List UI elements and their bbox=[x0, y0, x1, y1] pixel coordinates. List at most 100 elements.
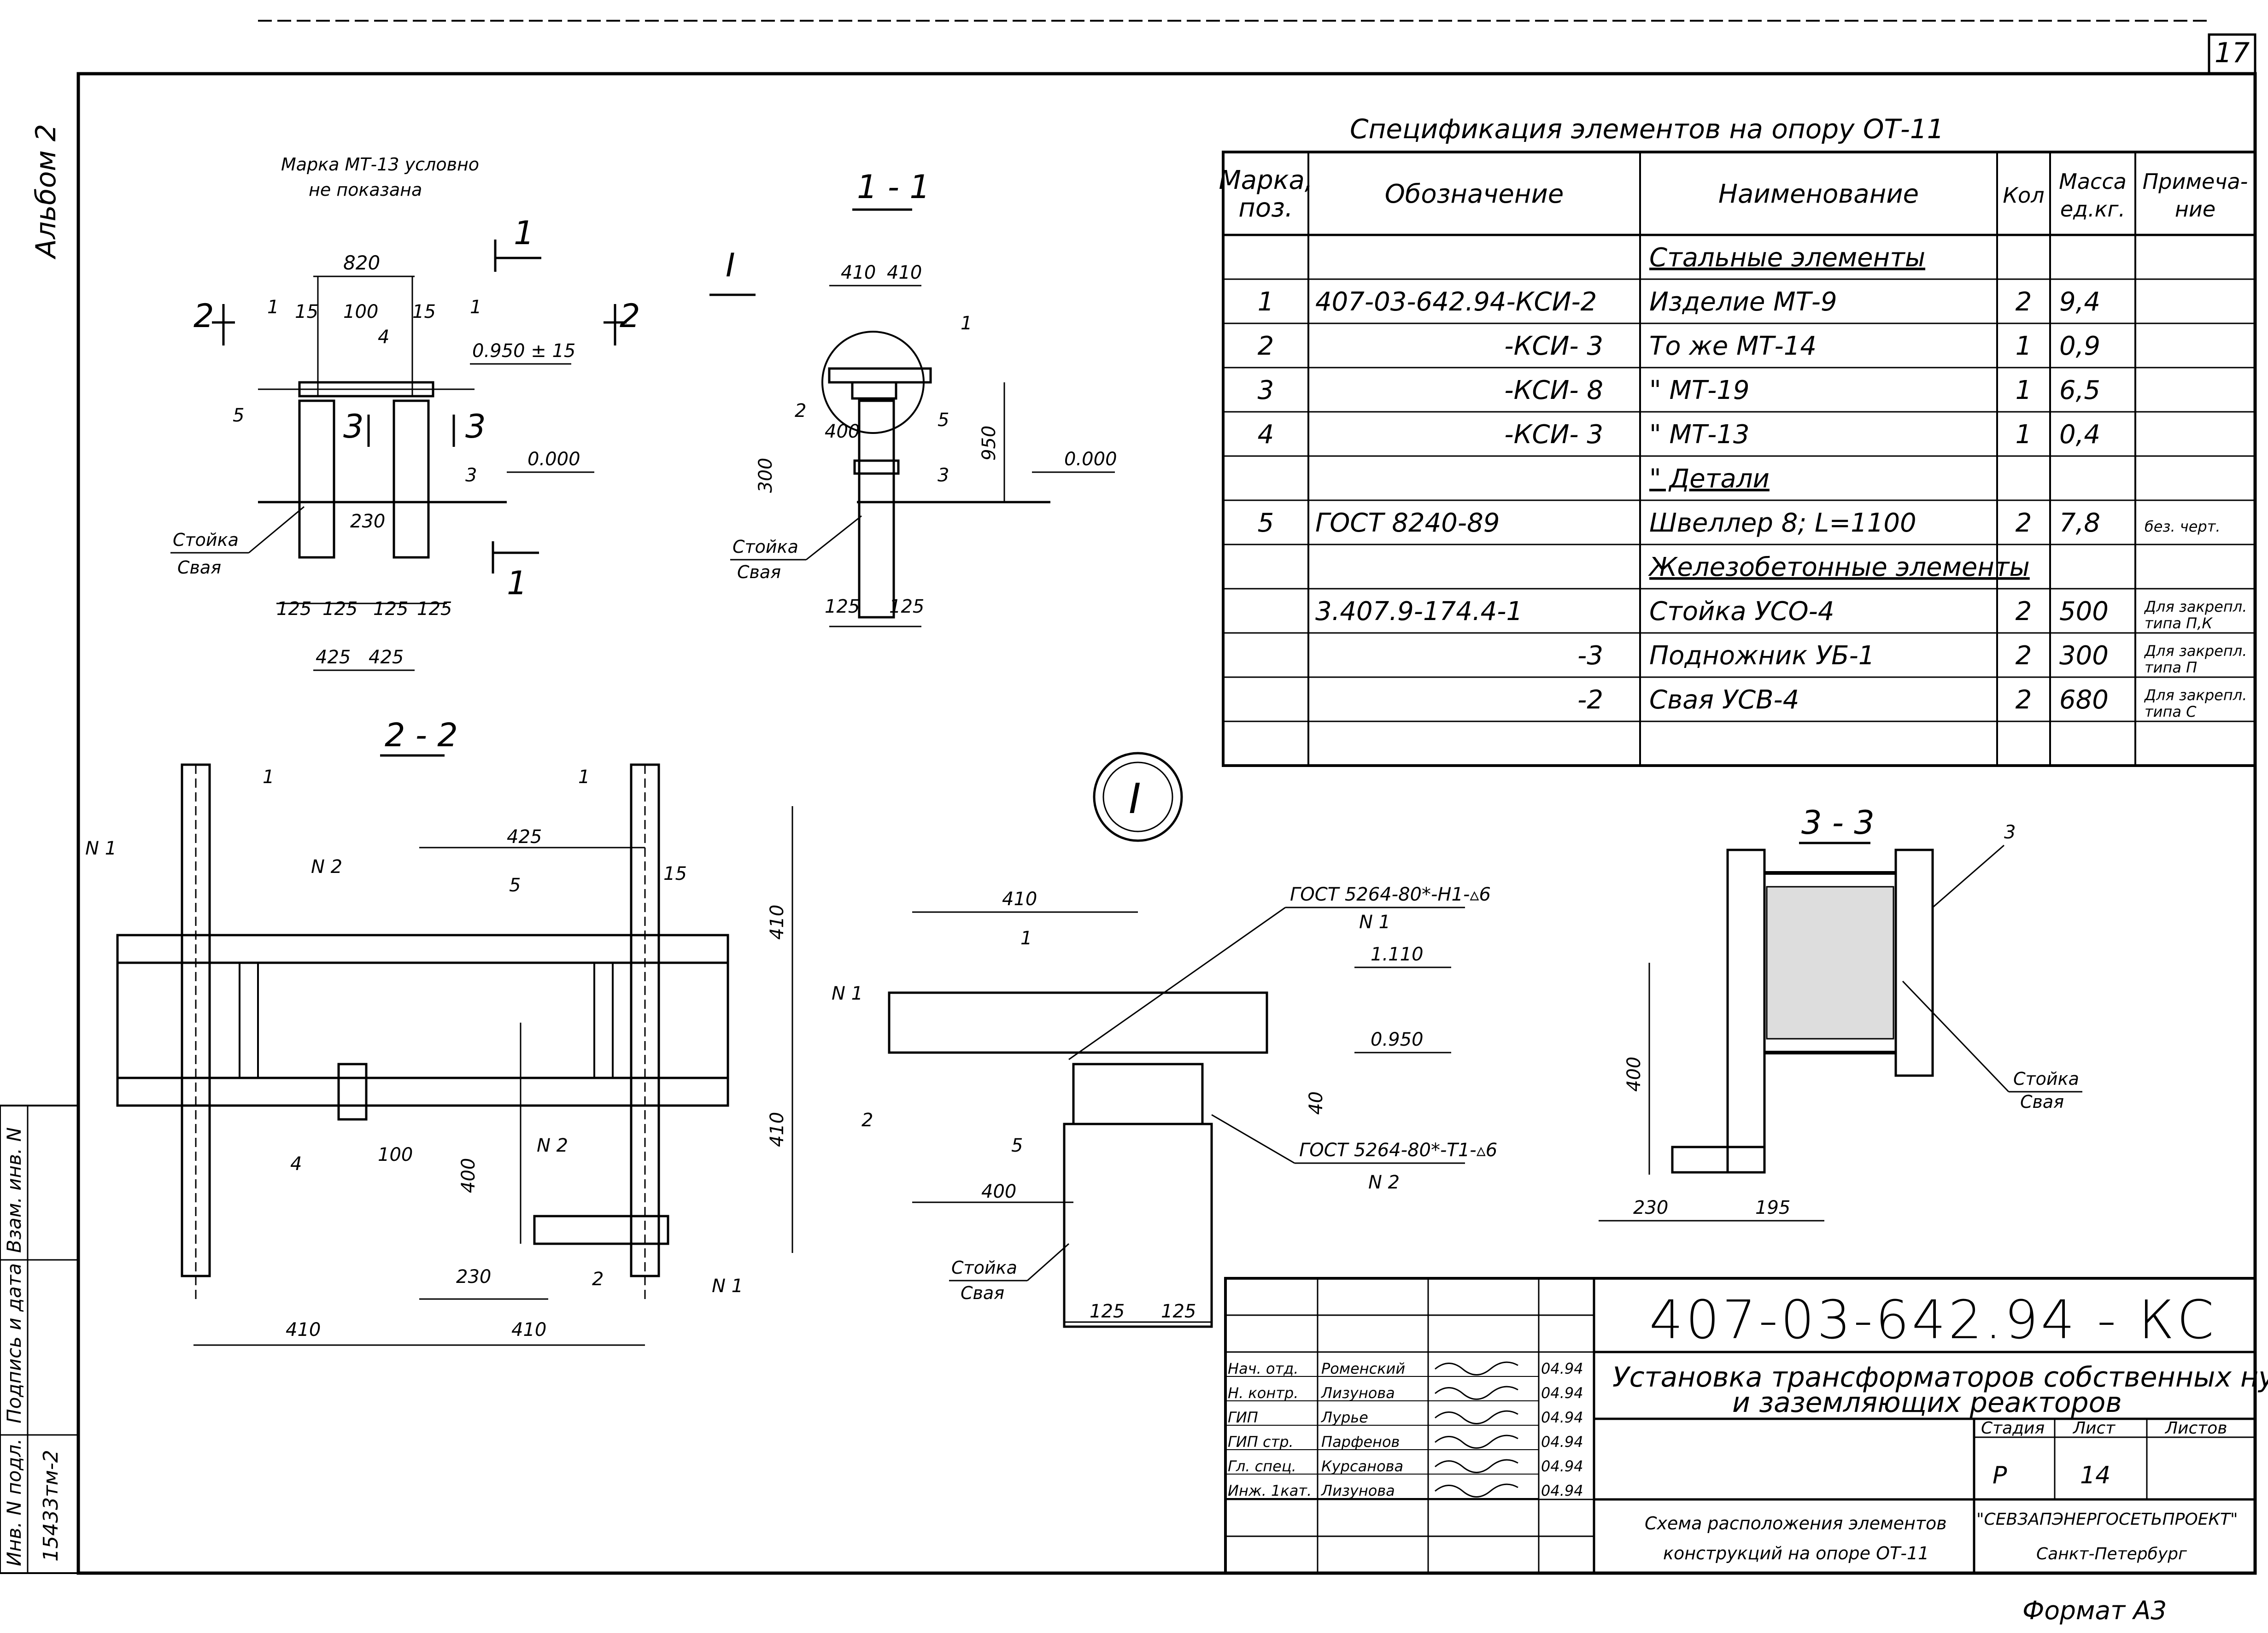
tb-name: Парфенов bbox=[1321, 1433, 1400, 1451]
svg-text:1: 1 bbox=[1020, 928, 1032, 949]
svg-text:3: 3 bbox=[2004, 822, 2016, 843]
svg-text:1 - 1: 1 - 1 bbox=[857, 168, 930, 206]
svg-text:3: 3 bbox=[465, 408, 486, 445]
svg-text:Свая: Свая bbox=[961, 1283, 1004, 1303]
spec-cell: Для закрепл.типа П,К bbox=[2144, 598, 2247, 632]
spec-cell: 1 bbox=[1258, 287, 1274, 317]
spec-cell: 3 bbox=[1258, 375, 1274, 405]
svg-text:5: 5 bbox=[509, 875, 521, 896]
tb-date: 04.94 bbox=[1541, 1433, 1583, 1451]
svg-text:5: 5 bbox=[233, 405, 244, 426]
svg-text:125: 125 bbox=[1161, 1301, 1196, 1322]
spec-cell: 500 bbox=[2059, 597, 2109, 626]
svg-text:и заземляющих реакторов: и заземляющих реакторов bbox=[1732, 1387, 2122, 1419]
spec-cell: " МТ-19 bbox=[1649, 375, 1750, 405]
svg-text:I: I bbox=[1129, 775, 1141, 823]
svg-text:410: 410 bbox=[511, 1319, 546, 1340]
svg-text:3: 3 bbox=[343, 408, 364, 445]
svg-text:15: 15 bbox=[663, 863, 687, 884]
svg-text:1: 1 bbox=[578, 767, 590, 788]
svg-text:N 1: N 1 bbox=[832, 983, 863, 1004]
svg-text:5: 5 bbox=[1011, 1135, 1023, 1156]
svg-text:195: 195 bbox=[1755, 1197, 1790, 1218]
svg-text:ГОСТ 5264-80*-Н1-▵6: ГОСТ 5264-80*-Н1-▵6 bbox=[1290, 884, 1491, 905]
spec-cell: Изделие МТ-9 bbox=[1649, 287, 1837, 317]
svg-text:125: 125 bbox=[276, 598, 311, 620]
spec-header: Марка, bbox=[1219, 165, 1313, 195]
spec-cell: -КСИ- 8 bbox=[1504, 375, 1603, 405]
svg-text:400: 400 bbox=[825, 421, 860, 442]
svg-text:410: 410 bbox=[1002, 889, 1037, 910]
svg-text:Схема расположения элементов: Схема расположения элементов bbox=[1645, 1513, 1947, 1533]
svg-text:1.110: 1.110 bbox=[1371, 944, 1424, 965]
svg-text:Стойка: Стойка bbox=[2013, 1069, 2079, 1089]
spec-cell: То же МТ-14 bbox=[1649, 331, 1817, 361]
svg-text:0.950 ± 15: 0.950 ± 15 bbox=[472, 340, 575, 362]
tb-date: 04.94 bbox=[1541, 1482, 1583, 1499]
spec-cell: без. черт. bbox=[2145, 518, 2221, 535]
section-2-2: 2 - 2 425 15 410 410 100 400 230 410 410… bbox=[85, 716, 793, 1346]
spec-header: ед.кг. bbox=[2060, 197, 2125, 222]
svg-text:400: 400 bbox=[458, 1158, 479, 1193]
spec-cell: " МТ-13 bbox=[1649, 420, 1750, 450]
svg-text:15: 15 bbox=[295, 301, 318, 322]
svg-text:230: 230 bbox=[456, 1266, 491, 1288]
svg-text:1: 1 bbox=[514, 214, 534, 252]
spec-cell: 1 bbox=[2016, 420, 2032, 450]
spec-cell: 0,4 bbox=[2059, 420, 2100, 450]
svg-text:Стойка: Стойка bbox=[733, 537, 798, 557]
svg-text:100: 100 bbox=[343, 301, 378, 322]
svg-text:Стойка: Стойка bbox=[951, 1258, 1017, 1278]
svg-text:410: 410 bbox=[841, 262, 876, 283]
spec-header: Масса bbox=[2059, 169, 2127, 194]
section-1-1: 1 - 1 I 410 410 400 300 950 125 125 1 2 … bbox=[709, 168, 1117, 627]
signature-scribble bbox=[1435, 1361, 1518, 1375]
svg-text:2: 2 bbox=[861, 1110, 873, 1131]
format-label: Формат А3 bbox=[2022, 1596, 2167, 1625]
tb-name: Курсанова bbox=[1321, 1457, 1403, 1475]
spec-header: ние bbox=[2175, 197, 2215, 222]
svg-text:N 1: N 1 bbox=[85, 838, 117, 859]
svg-text:425: 425 bbox=[369, 647, 404, 668]
svg-text:Р: Р bbox=[1993, 1462, 2007, 1489]
svg-text:400: 400 bbox=[1623, 1057, 1645, 1092]
svg-text:0.000: 0.000 bbox=[1064, 449, 1117, 470]
svg-text:5: 5 bbox=[938, 410, 949, 431]
note-line2: не показана bbox=[309, 180, 422, 200]
tb-role: Нач. отд. bbox=[1228, 1360, 1298, 1377]
spec-header: Примеча- bbox=[2143, 169, 2248, 194]
svg-text:2 - 2: 2 - 2 bbox=[385, 716, 458, 754]
signature-scribble bbox=[1435, 1459, 1518, 1473]
svg-text:425: 425 bbox=[316, 647, 351, 668]
spec-cell: -3 bbox=[1577, 641, 1603, 671]
svg-text:ГОСТ 5264-80*-Т1-▵6: ГОСТ 5264-80*-Т1-▵6 bbox=[1299, 1140, 1497, 1161]
svg-text:410: 410 bbox=[767, 905, 788, 940]
spec-cell: 4 bbox=[1258, 420, 1274, 450]
svg-text:Установка трансформаторов собс: Установка трансформаторов собственных ну… bbox=[1612, 1361, 2268, 1393]
svg-text:1: 1 bbox=[267, 297, 279, 318]
spec-cell: 2 bbox=[2016, 287, 2032, 317]
svg-text:Листов: Листов bbox=[2164, 1419, 2227, 1438]
spec-cell: 1 bbox=[2016, 331, 2032, 361]
svg-text:300: 300 bbox=[755, 458, 776, 493]
spec-cell: 300 bbox=[2059, 641, 2109, 671]
spec-header: поз. bbox=[1238, 193, 1293, 223]
spec-cell: Швеллер 8; L=1100 bbox=[1649, 508, 1916, 538]
svg-text:410: 410 bbox=[767, 1112, 788, 1147]
svg-text:Санкт-Петербург: Санкт-Петербург bbox=[2036, 1545, 2187, 1563]
svg-text:4: 4 bbox=[290, 1153, 302, 1175]
spec-cell: 2 bbox=[1258, 331, 1274, 361]
svg-text:230: 230 bbox=[1633, 1197, 1668, 1218]
spec-table: Спецификация элементов на опору ОТ-11 Ма… bbox=[1219, 113, 2256, 767]
spec-title: Спецификация элементов на опору ОТ-11 bbox=[1350, 113, 1944, 145]
spec-cell: Железобетонные элементы bbox=[1648, 552, 2030, 582]
spec-cell: 407-03-642.94-КСИ-2 bbox=[1315, 287, 1597, 317]
svg-text:125: 125 bbox=[373, 598, 408, 620]
svg-text:2: 2 bbox=[592, 1269, 604, 1290]
svg-text:40: 40 bbox=[1306, 1091, 1327, 1115]
svg-text:2: 2 bbox=[620, 297, 640, 335]
signature-scribble bbox=[1435, 1483, 1518, 1498]
side-stamp: Инв. N подл. Подпись и дата Взам. инв. N… bbox=[0, 1105, 79, 1574]
svg-text:N 2: N 2 bbox=[537, 1135, 568, 1156]
